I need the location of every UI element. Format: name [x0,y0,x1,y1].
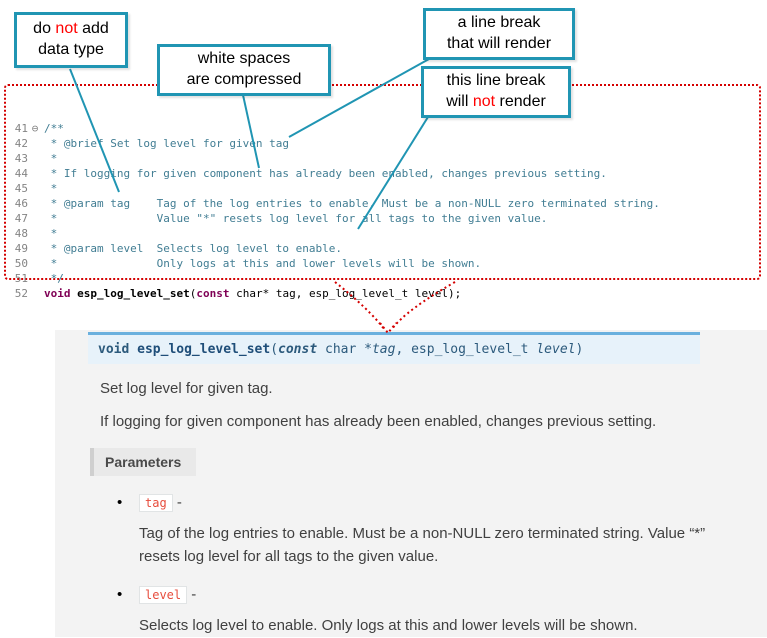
line-number: 44 [14,167,28,180]
callout-whitespace-compressed: white spaces are compressed [157,44,331,96]
line-number: 46 [14,197,28,210]
callout-text: that will render [446,35,552,52]
rendered-doc-panel: void esp_log_level_set(const char *tag, … [55,330,767,637]
callout-text: this line break [446,72,546,90]
line-number: 52 [14,287,28,300]
callout-text: do not add [33,20,109,38]
param-description: Tag of the log entries to enable. Must b… [139,525,706,565]
code-line: 43 * [8,151,757,166]
callout-text: a line break [457,14,541,32]
parameters-list: •tag -Tag of the log entries to enable. … [55,494,767,638]
code-line: 46 * @param tag Tag of the log entries t… [8,196,757,211]
callout-linebreak-renders: a line break that will render [423,8,575,60]
bullet-icon: • [117,586,123,603]
line-number: 45 [14,182,28,195]
callout-linebreak-not-render: this line break will not render [421,66,571,118]
callout-text: data type [38,41,104,58]
code-line: 45 * [8,181,757,196]
line-number: 50 [14,257,28,270]
param-item: •level -Selects log level to enable. Onl… [117,586,767,638]
line-number: 47 [14,212,28,225]
param-name-literal: tag [139,494,173,512]
code-line: 51 */ [8,271,757,286]
function-signature: void esp_log_level_set(const char *tag, … [88,332,700,364]
param-name-literal: level [139,586,188,604]
line-number: 42 [14,137,28,150]
code-line: 49 * @param level Selects log level to e… [8,241,757,256]
line-number: 41⊖ [14,122,39,135]
bullet-icon: • [117,494,123,511]
doc-brief: Set log level for given tag. [100,380,273,397]
callout-text: white spaces [197,50,291,68]
code-lines: 41⊖/**42 * @brief Set log level for give… [8,121,757,301]
param-description: Selects log level to enable. Only logs a… [139,617,638,634]
parameters-label: Parameters [90,448,197,476]
callout-text: will not render [446,93,546,110]
param-item: •tag -Tag of the log entries to enable. … [117,494,767,568]
code-line: 42 * @brief Set log level for given tag [8,136,757,151]
line-number: 51 [14,272,28,285]
line-number: 43 [14,152,28,165]
code-line: 41⊖/** [8,121,757,136]
code-line: 48 * [8,226,757,241]
code-editor: 41⊖/**42 * @brief Set log level for give… [4,84,761,300]
code-line: 44 * If logging for given component has … [8,166,757,181]
doc-description: If logging for given component has alrea… [100,413,657,430]
code-line: 47 * Value "*" resets log level for all … [8,211,757,226]
callout-text: are compressed [186,71,302,88]
callout-no-datatype: do not add data type [14,12,128,68]
line-number: 49 [14,242,28,255]
code-line: 50 * Only logs at this and lower levels … [8,256,757,271]
line-number: 48 [14,227,28,240]
